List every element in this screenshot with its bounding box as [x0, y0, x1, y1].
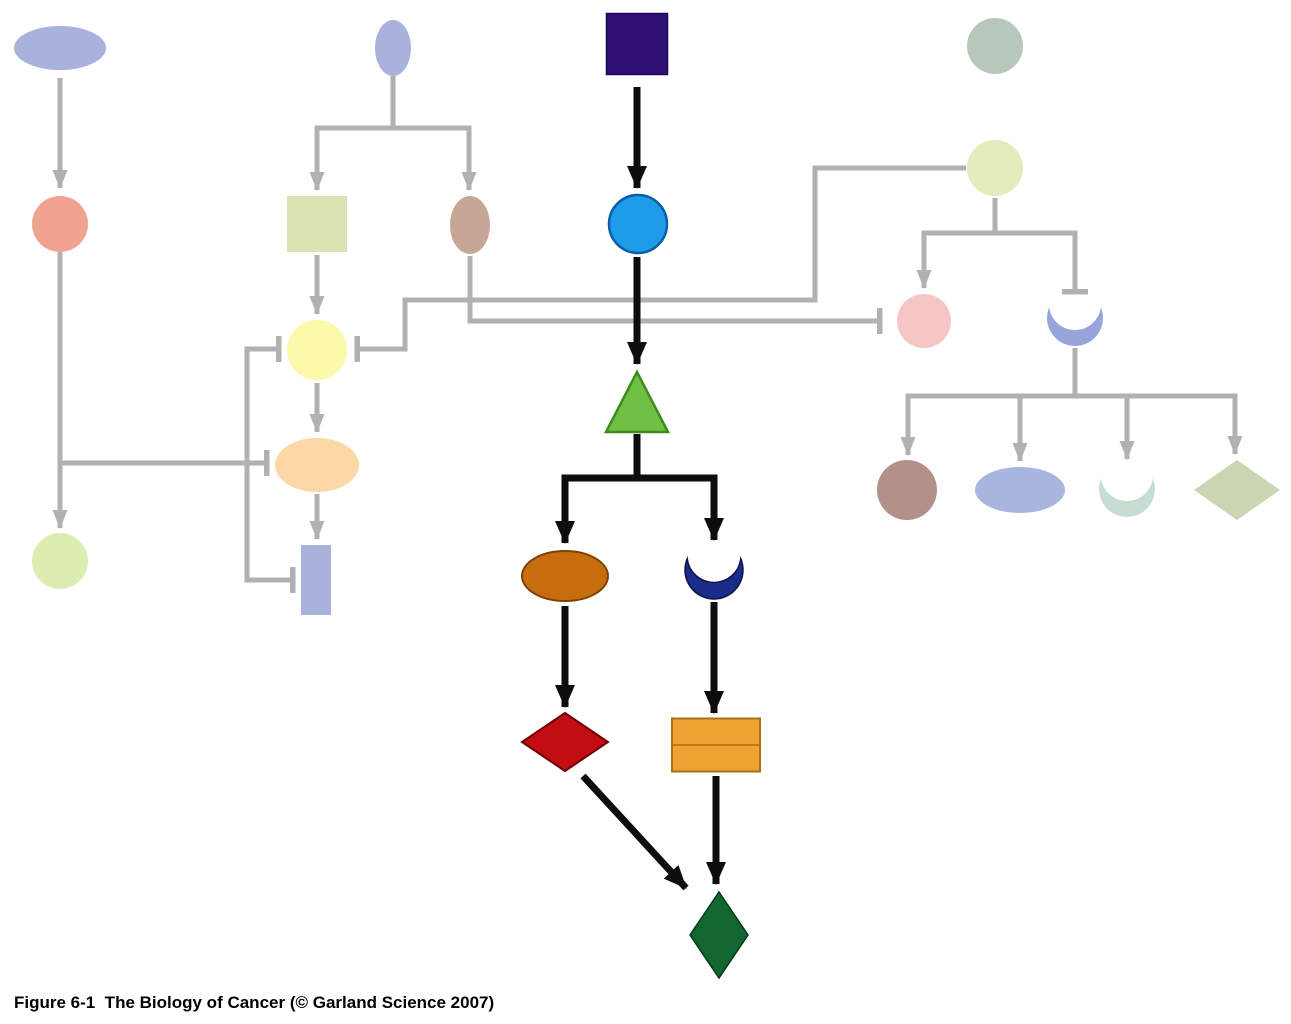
node-periwinkle-ellipse	[975, 467, 1065, 513]
node-sage-circle	[967, 18, 1023, 74]
node-green-triangle	[603, 369, 671, 434]
edge-tan-inhibits-pink	[467, 256, 883, 334]
node-mint-crescent	[1099, 478, 1156, 517]
node-sage-diamond	[1194, 460, 1280, 520]
node-lavender-ellipse	[14, 26, 106, 70]
node-olive-square	[287, 196, 347, 252]
node-lavender-oval	[375, 20, 411, 76]
node-navy-crescent	[684, 555, 744, 600]
node-indigo-square	[605, 12, 669, 76]
node-salmon-circle	[32, 196, 88, 252]
node-pink-circle	[897, 294, 951, 348]
node-red-diamond	[520, 711, 610, 773]
node-peach-ellipse	[275, 438, 359, 492]
node-orange-ellipse	[521, 550, 609, 602]
node-yellow-circle	[287, 320, 347, 380]
edge-palegreen-inhibits-yellow	[354, 165, 966, 362]
node-blue-circle	[607, 193, 669, 255]
node-lightgreen-circle	[32, 533, 88, 589]
node-periwinkle-crescent	[1047, 307, 1104, 346]
node-tan-ellipse	[450, 196, 490, 254]
node-darkgreen-diamond	[689, 890, 749, 980]
node-mauve-circle	[877, 460, 937, 520]
figure-caption: Figure 6-1 The Biology of Cancer (© Garl…	[14, 993, 495, 1012]
node-lavender-rect	[301, 545, 331, 615]
edge-red-diamond-to-green-diamond	[580, 773, 689, 891]
node-palegreen-circle	[967, 140, 1023, 196]
